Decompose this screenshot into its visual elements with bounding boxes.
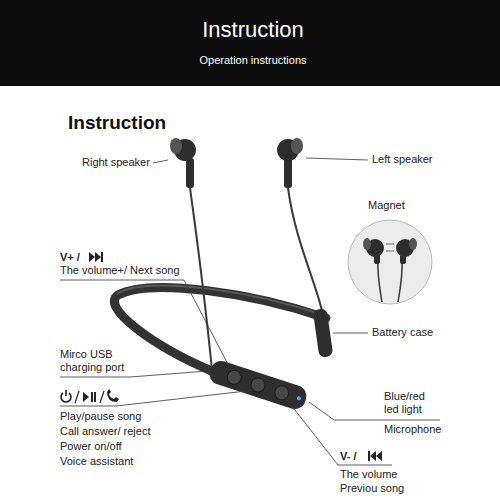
icon-part	[368, 451, 370, 461]
inset-earbud	[396, 238, 417, 264]
part-label: Microphone	[384, 423, 441, 436]
neckband-highlight	[118, 286, 326, 316]
earbud-stem	[400, 254, 406, 264]
earbud-stem	[284, 158, 292, 188]
header-band	[0, 0, 500, 86]
function-label: The volume	[340, 468, 397, 481]
icon-part	[376, 451, 382, 461]
earphone-cable	[288, 188, 322, 311]
ear-tip	[363, 238, 371, 250]
icon-part	[83, 392, 89, 402]
led	[296, 396, 301, 401]
button-symbol: V+ /	[60, 251, 80, 264]
part-label: Right speaker	[82, 156, 150, 169]
inset-cable	[398, 258, 402, 302]
inset-cable	[378, 258, 382, 302]
icon-part	[89, 252, 95, 262]
control-unit	[207, 358, 310, 412]
icon-part	[94, 392, 96, 402]
header-subtitle: Operation instructions	[3, 54, 500, 67]
function-label: The volume+/ Next song	[60, 264, 180, 277]
function-label: Call answer/ reject	[60, 425, 150, 438]
function-label: Previou song	[340, 482, 404, 495]
ear-tip	[291, 138, 303, 154]
battery-housing	[313, 308, 334, 357]
leader-lines	[60, 158, 440, 465]
leader-line	[306, 158, 368, 160]
next-song-icon	[89, 252, 103, 262]
leader-line	[284, 396, 392, 465]
icon-part	[65, 390, 67, 396]
icon-part	[95, 252, 101, 262]
control-housing	[207, 358, 310, 412]
separator-slash	[100, 391, 104, 403]
battery-case	[313, 308, 334, 357]
button	[225, 368, 243, 386]
part-label: Left speaker	[372, 153, 433, 166]
part-label: Blue/red led light	[384, 390, 439, 416]
phone-icon	[107, 389, 119, 402]
ear-tip	[409, 238, 417, 250]
section-heading: Instruction	[68, 111, 166, 134]
attraction-mark	[386, 244, 394, 251]
inset-earbud	[363, 238, 384, 264]
icon-part	[370, 451, 376, 461]
function-label: Power on/off	[60, 440, 122, 453]
leader-line	[333, 333, 368, 334]
header-title: Instruction	[3, 17, 500, 43]
icon-part	[91, 392, 93, 402]
right-earbud	[170, 138, 196, 188]
part-label: Magnet	[368, 199, 405, 212]
leader-line	[60, 390, 255, 406]
part-label: Mirco USB charging port	[60, 348, 150, 374]
ear-tip	[170, 138, 182, 154]
part-label: Battery case	[372, 326, 433, 339]
power-icon	[61, 390, 71, 402]
earbud-stem	[374, 254, 380, 264]
earbud-stem	[186, 158, 194, 188]
function-label: Voice assistant	[60, 455, 133, 468]
magnet-inset	[348, 220, 432, 304]
button	[273, 384, 291, 402]
button	[249, 376, 267, 394]
icon-part	[101, 252, 103, 262]
neckband	[114, 288, 326, 372]
button-symbol: V- /	[340, 450, 357, 463]
function-label: Play/pause song	[60, 410, 141, 423]
left-earbud	[277, 138, 303, 188]
separator-slash	[75, 391, 79, 403]
previous-song-icon	[368, 451, 382, 461]
play-pause-icon	[83, 392, 96, 402]
leader-line	[153, 160, 168, 163]
earphone-cable	[190, 188, 212, 370]
